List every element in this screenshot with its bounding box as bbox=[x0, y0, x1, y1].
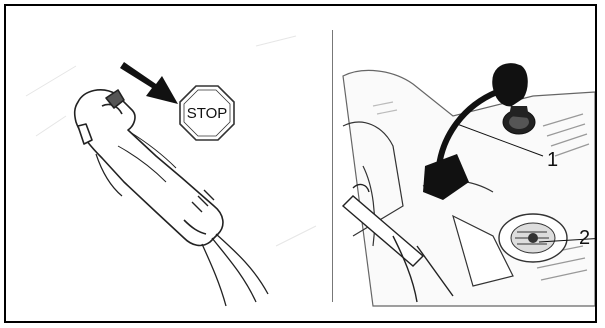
handle-cables bbox=[202, 234, 268, 306]
callout-2: 2 bbox=[579, 227, 590, 250]
stop-sign-icon: STOP bbox=[180, 86, 234, 140]
stop-sign-text: STOP bbox=[187, 105, 228, 122]
left-panel-stop-switch: STOP bbox=[6, 6, 332, 321]
spark-plug bbox=[499, 214, 567, 262]
manual-figure: STOP bbox=[4, 4, 597, 323]
handle-illustration: STOP bbox=[6, 6, 332, 321]
right-panel-engine-detail: 1 2 bbox=[333, 6, 595, 321]
direction-arrow-icon bbox=[120, 62, 178, 104]
callout-1: 1 bbox=[547, 149, 558, 172]
